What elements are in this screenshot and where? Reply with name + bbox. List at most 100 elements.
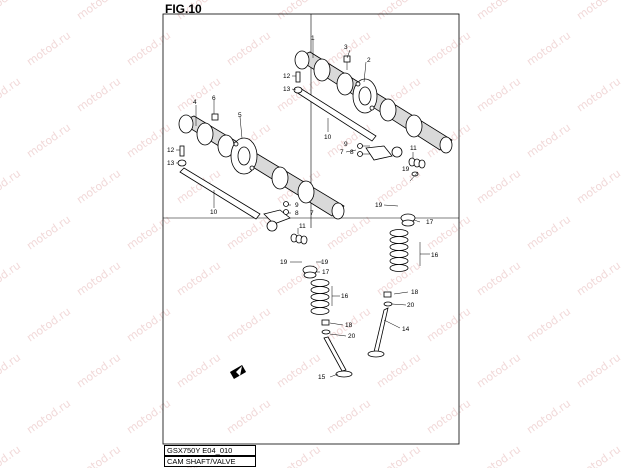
watermark-text: motod.ru bbox=[374, 351, 423, 391]
callout-17-left: 17 bbox=[322, 269, 330, 276]
watermark-text: motod.ru bbox=[474, 351, 523, 391]
watermark-text: motod.ru bbox=[0, 0, 23, 22]
valve-spring-right bbox=[389, 229, 409, 272]
callout-19-left-a: 19 bbox=[280, 259, 288, 266]
callout-11-lower: 11 bbox=[299, 223, 306, 230]
callout-19-left-b: 19 bbox=[321, 259, 329, 266]
leader-lines bbox=[176, 40, 430, 378]
watermark-text: motod.ru bbox=[124, 397, 173, 437]
watermark-text: motod.ru bbox=[474, 443, 523, 468]
watermark-text: motod.ru bbox=[524, 29, 573, 69]
watermark-text: motod.ru bbox=[24, 305, 73, 345]
callout-9-lower: 9 bbox=[295, 202, 299, 209]
watermark-text: motod.ru bbox=[574, 167, 623, 207]
callout-12-lower: 12 bbox=[167, 147, 175, 154]
watermark-text: motod.ru bbox=[224, 397, 273, 437]
watermark-text: motod.ru bbox=[424, 397, 473, 437]
callout-17-right: 17 bbox=[426, 219, 434, 226]
watermark-text: motod.ru bbox=[124, 29, 173, 69]
bolt-6 bbox=[211, 113, 219, 121]
watermark-text: motod.ru bbox=[324, 213, 373, 253]
watermark-text: motod.ru bbox=[0, 259, 23, 299]
valve-spring-left bbox=[310, 279, 330, 315]
footer-model-code: GSX750Y E04_010 bbox=[164, 445, 256, 456]
watermark-text: motod.ru bbox=[74, 443, 123, 468]
watermark-text: motod.ru bbox=[0, 351, 23, 391]
callout-16-right: 16 bbox=[431, 252, 439, 259]
callout-6: 6 bbox=[212, 95, 216, 102]
watermark-text: motod.ru bbox=[124, 213, 173, 253]
callout-labels: 1 2 3 12 13 10 4 6 5 12 13 10 9 7 8 11 1… bbox=[167, 35, 439, 381]
watermark-text: motod.ru bbox=[224, 213, 273, 253]
callout-7-lower: 7 bbox=[310, 210, 314, 217]
watermark-text: motod.ru bbox=[324, 397, 373, 437]
watermark-text: motod.ru bbox=[24, 397, 73, 437]
watermark-text: motod.ru bbox=[474, 167, 523, 207]
spring-11-upper bbox=[408, 157, 426, 177]
footer-section-name: CAM SHAFT/VALVE bbox=[164, 456, 256, 467]
callout-20-right: 20 bbox=[407, 302, 415, 309]
watermark-text: motod.ru bbox=[474, 75, 523, 115]
watermark-text: motod.ru bbox=[574, 259, 623, 299]
callout-19-right: 19 bbox=[375, 202, 383, 209]
watermark-text: motod.ru bbox=[124, 305, 173, 345]
callout-2: 2 bbox=[367, 57, 371, 64]
spring-11-lower bbox=[290, 233, 308, 245]
callout-18-left: 18 bbox=[345, 322, 353, 329]
callout-8-lower: 8 bbox=[295, 210, 299, 217]
bolt-3 bbox=[343, 55, 351, 70]
watermark-text: motod.ru bbox=[74, 167, 123, 207]
callout-15: 15 bbox=[318, 374, 326, 381]
watermark-text: motod.ru bbox=[74, 0, 123, 22]
valve-assembly-right bbox=[367, 213, 416, 358]
callout-13-lower: 13 bbox=[167, 160, 175, 167]
callout-4: 4 bbox=[193, 99, 197, 106]
watermark-text: motod.ru bbox=[74, 351, 123, 391]
callout-19-upper: 19 bbox=[402, 166, 410, 173]
watermark-text: motod.ru bbox=[274, 443, 323, 468]
figure-title: FIG.10 bbox=[165, 2, 202, 16]
watermark-text: motod.ru bbox=[474, 259, 523, 299]
watermark-text: motod.ru bbox=[24, 29, 73, 69]
callout-8-upper: 8 bbox=[350, 149, 354, 156]
callout-20-left: 20 bbox=[348, 333, 356, 340]
direction-arrow-icon bbox=[229, 365, 247, 379]
watermark-text: motod.ru bbox=[574, 75, 623, 115]
bolt-12-upper bbox=[295, 71, 301, 83]
watermark-text: motod.ru bbox=[174, 259, 223, 299]
callout-16-left: 16 bbox=[341, 293, 349, 300]
valve-assembly-left bbox=[302, 265, 353, 378]
watermark-text: motod.ru bbox=[74, 259, 123, 299]
callout-5: 5 bbox=[238, 112, 242, 119]
watermark-text: motod.ru bbox=[474, 0, 523, 22]
watermark-text: motod.ru bbox=[274, 0, 323, 22]
rocker-arm-lower bbox=[263, 201, 291, 232]
watermark-text: motod.ru bbox=[574, 0, 623, 22]
bolt-12-lower bbox=[179, 145, 185, 157]
watermark-text: motod.ru bbox=[424, 29, 473, 69]
watermark-text: motod.ru bbox=[524, 397, 573, 437]
callout-7-upper: 7 bbox=[340, 149, 344, 156]
watermark-text: motod.ru bbox=[524, 121, 573, 161]
watermark-text: motod.ru bbox=[574, 443, 623, 468]
callout-13-upper: 13 bbox=[283, 86, 291, 93]
watermark-text: motod.ru bbox=[524, 213, 573, 253]
rocker-shaft-lower bbox=[179, 167, 261, 220]
washer-13-lower bbox=[177, 159, 187, 167]
callout-10-upper: 10 bbox=[324, 134, 332, 141]
rocker-arm-upper bbox=[357, 143, 403, 161]
watermark-text: motod.ru bbox=[424, 305, 473, 345]
watermark-text: motod.ru bbox=[24, 121, 73, 161]
callout-10-lower: 10 bbox=[210, 209, 218, 216]
callout-3: 3 bbox=[344, 44, 348, 51]
cam-sprocket-lower bbox=[230, 137, 258, 175]
watermark-text: motod.ru bbox=[0, 443, 23, 468]
cam-sprocket-upper bbox=[352, 78, 378, 114]
watermark-text: motod.ru bbox=[274, 351, 323, 391]
watermark-text: motod.ru bbox=[374, 0, 423, 22]
camshaft-lower bbox=[178, 114, 345, 220]
callout-9-upper: 9 bbox=[344, 141, 348, 148]
watermark-text: motod.ru bbox=[0, 75, 23, 115]
callout-1: 1 bbox=[311, 35, 315, 42]
